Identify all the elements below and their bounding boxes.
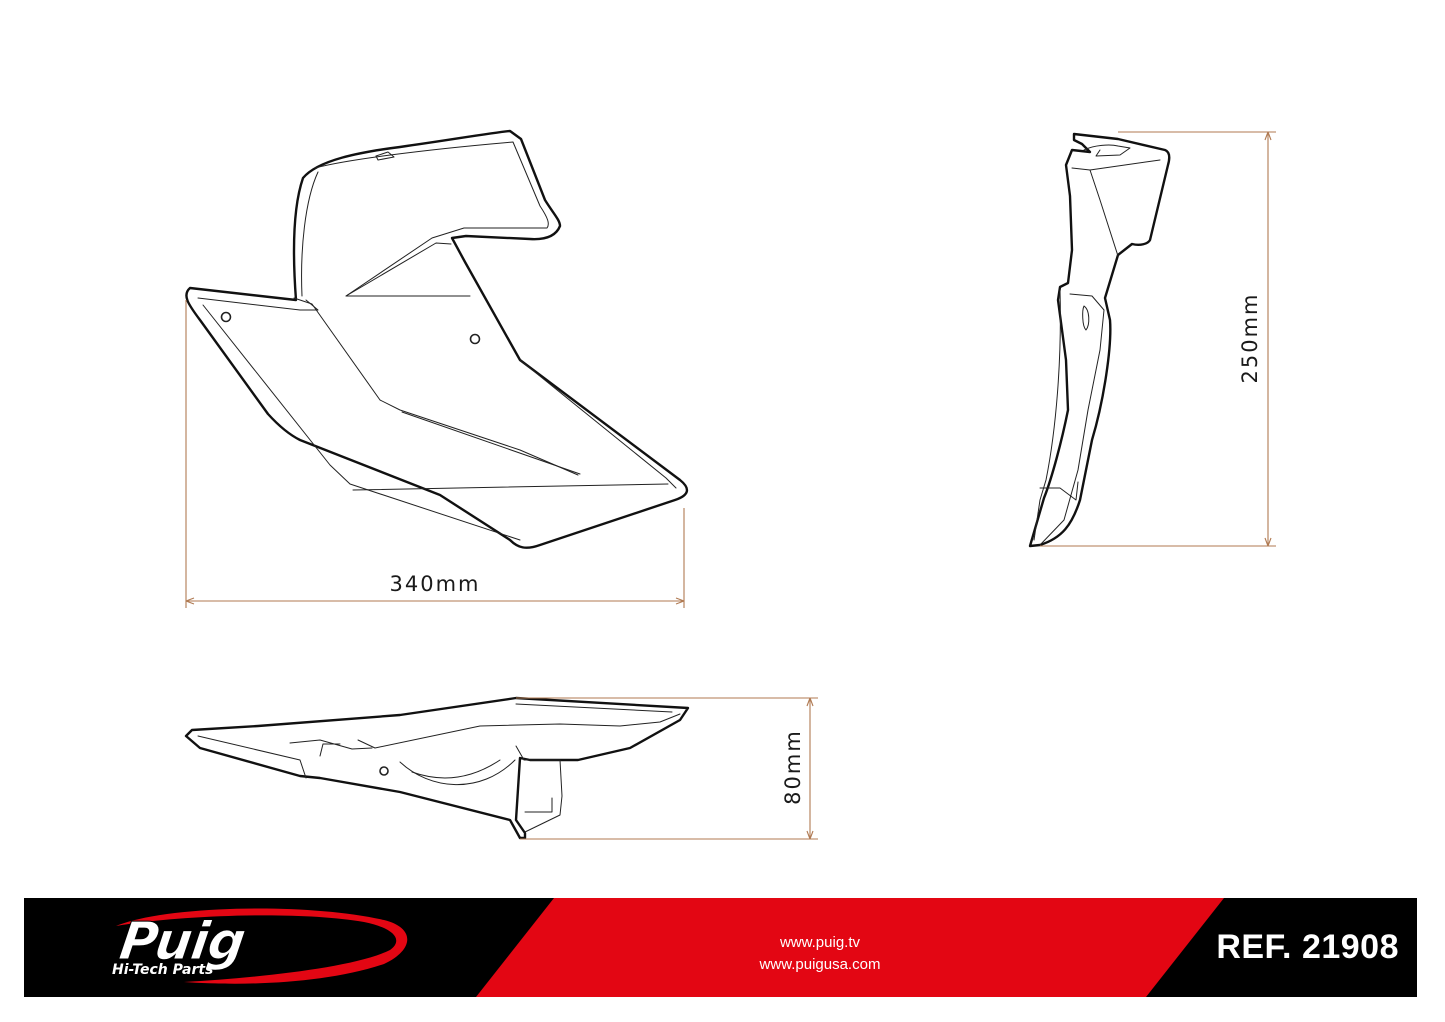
depth-label: 80mm bbox=[781, 729, 805, 805]
side-view bbox=[1028, 132, 1171, 548]
dimension-depth bbox=[516, 697, 818, 840]
footer-banner bbox=[24, 898, 1417, 997]
website-link-1[interactable]: www.puig.tv bbox=[779, 934, 861, 951]
brand-tagline: Hi-Tech Parts bbox=[112, 962, 214, 978]
width-label: 340mm bbox=[390, 572, 481, 596]
front-view bbox=[185, 129, 689, 549]
reference-number: REF. 21908 bbox=[1216, 928, 1399, 966]
brand-logo: Puig Hi-Tech Parts bbox=[110, 912, 420, 984]
dimension-width bbox=[185, 300, 685, 608]
bottom-view bbox=[184, 696, 690, 840]
website-link-2[interactable]: www.puigusa.com bbox=[759, 956, 881, 973]
footer-red-band bbox=[476, 898, 1224, 997]
height-label: 250mm bbox=[1238, 293, 1262, 384]
dimension-height bbox=[1040, 131, 1276, 547]
